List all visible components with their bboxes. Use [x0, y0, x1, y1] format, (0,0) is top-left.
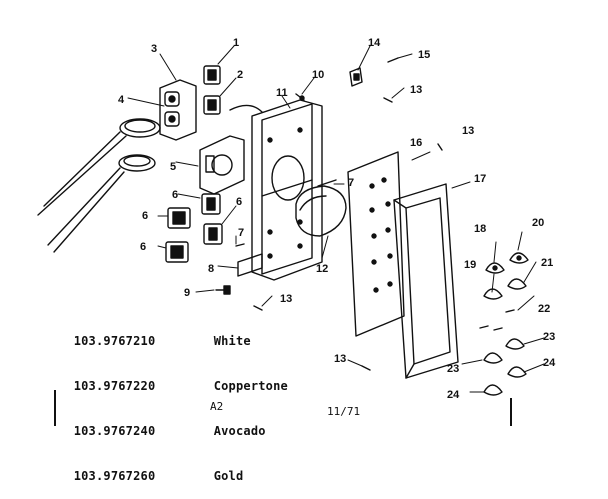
callout-23a: 23 — [543, 331, 555, 343]
callout-14: 14 — [368, 37, 381, 49]
callout-12: 12 — [316, 263, 328, 275]
color-name: Avocado — [213, 424, 266, 438]
callout-19: 19 — [464, 259, 476, 271]
leader-lines — [127, 45, 545, 393]
callout-13b: 13 — [410, 84, 422, 96]
callout-13a: 13 — [280, 293, 292, 305]
lower-bracket-part-8 — [237, 253, 263, 277]
screw-part-10 — [295, 93, 305, 101]
screw-part-9 — [215, 285, 231, 295]
knob-part-18 — [485, 262, 505, 274]
model-number: 103.9767210 — [73, 334, 156, 348]
callout-17: 17 — [474, 173, 486, 185]
right-margin-rule — [510, 398, 512, 426]
left-margin-rule — [54, 390, 56, 426]
callout-6a: 6 — [172, 189, 178, 201]
model-number: 103.9767240 — [73, 424, 156, 438]
color-name: Gold — [213, 469, 244, 483]
callout-2: 2 — [237, 69, 243, 81]
wire-coil-upper — [37, 118, 161, 216]
callout-24b: 24 — [447, 389, 460, 401]
terminal-part-2 — [203, 95, 221, 115]
model-color-legend: 103.9767210 White 103.9767220 Coppertone 1… — [44, 319, 288, 499]
screw-part-15 — [387, 57, 399, 63]
callout-13d: 13 — [334, 353, 346, 365]
callout-22: 22 — [538, 303, 550, 315]
knob-part-24 — [483, 366, 527, 396]
clip-part-7 — [235, 179, 337, 247]
model-number: 103.9767260 — [73, 469, 156, 483]
connector-6-left-top — [167, 207, 191, 229]
callout-4: 4 — [118, 94, 125, 106]
callout-labels: 1 2 3 4 5 6 6 6 6 7 7 8 9 10 11 12 13 13… — [118, 37, 556, 401]
connector-6-left-bottom — [165, 241, 189, 263]
color-name: White — [213, 334, 251, 348]
callout-7b: 7 — [238, 227, 244, 239]
callout-1: 1 — [233, 37, 239, 49]
callout-18: 18 — [474, 223, 486, 235]
small-part-22 — [505, 309, 515, 313]
callout-13c: 13 — [462, 125, 474, 137]
callout-7a: 7 — [348, 177, 354, 189]
terminal-part-1 — [203, 65, 221, 85]
legend-row-avocado: 103.9767240 Avocado — [44, 409, 288, 454]
knob-part-19 — [483, 288, 503, 300]
knob-part-21 — [507, 278, 527, 290]
console-panel — [251, 99, 323, 281]
knob-part-23 — [479, 325, 525, 364]
callout-23b: 23 — [447, 363, 459, 375]
callout-6c: 6 — [142, 210, 148, 222]
callout-5: 5 — [170, 161, 176, 173]
perforated-plate — [347, 151, 405, 337]
callout-6b: 6 — [236, 196, 242, 208]
connector-6-upper — [201, 193, 221, 215]
callout-9: 9 — [184, 287, 190, 299]
color-name: Coppertone — [213, 379, 288, 393]
switch-housing — [159, 79, 197, 141]
callout-16: 16 — [410, 137, 422, 149]
callout-11: 11 — [276, 87, 288, 99]
clip-part-14 — [349, 67, 363, 87]
trim-frame — [393, 183, 459, 379]
knob-part-20 — [509, 252, 529, 264]
callout-8: 8 — [208, 263, 214, 275]
callout-20: 20 — [532, 217, 544, 229]
control-switch-assembly — [199, 104, 263, 195]
callout-24a: 24 — [543, 357, 556, 369]
callout-15: 15 — [418, 49, 430, 61]
exploded-parts-diagram: 1 2 3 4 5 6 6 6 6 7 7 8 9 10 11 12 13 13… — [37, 37, 556, 401]
callout-6d: 6 — [140, 241, 146, 253]
legend-row-white: 103.9767210 White — [44, 319, 288, 364]
wire-coil-lower — [47, 154, 156, 253]
date-code: 11/71 — [327, 405, 361, 418]
connector-6-middle — [203, 223, 223, 245]
page-code: A2 — [210, 400, 224, 413]
screw-part-13 — [253, 97, 443, 371]
callout-10: 10 — [312, 69, 324, 81]
legend-row-coppertone: 103.9767220 Coppertone — [44, 364, 288, 409]
legend-row-gold: 103.9767260 Gold — [44, 454, 288, 499]
model-number: 103.9767220 — [73, 379, 156, 393]
mounting-bracket — [295, 185, 347, 237]
callout-3: 3 — [151, 43, 157, 55]
callout-21: 21 — [541, 257, 553, 269]
